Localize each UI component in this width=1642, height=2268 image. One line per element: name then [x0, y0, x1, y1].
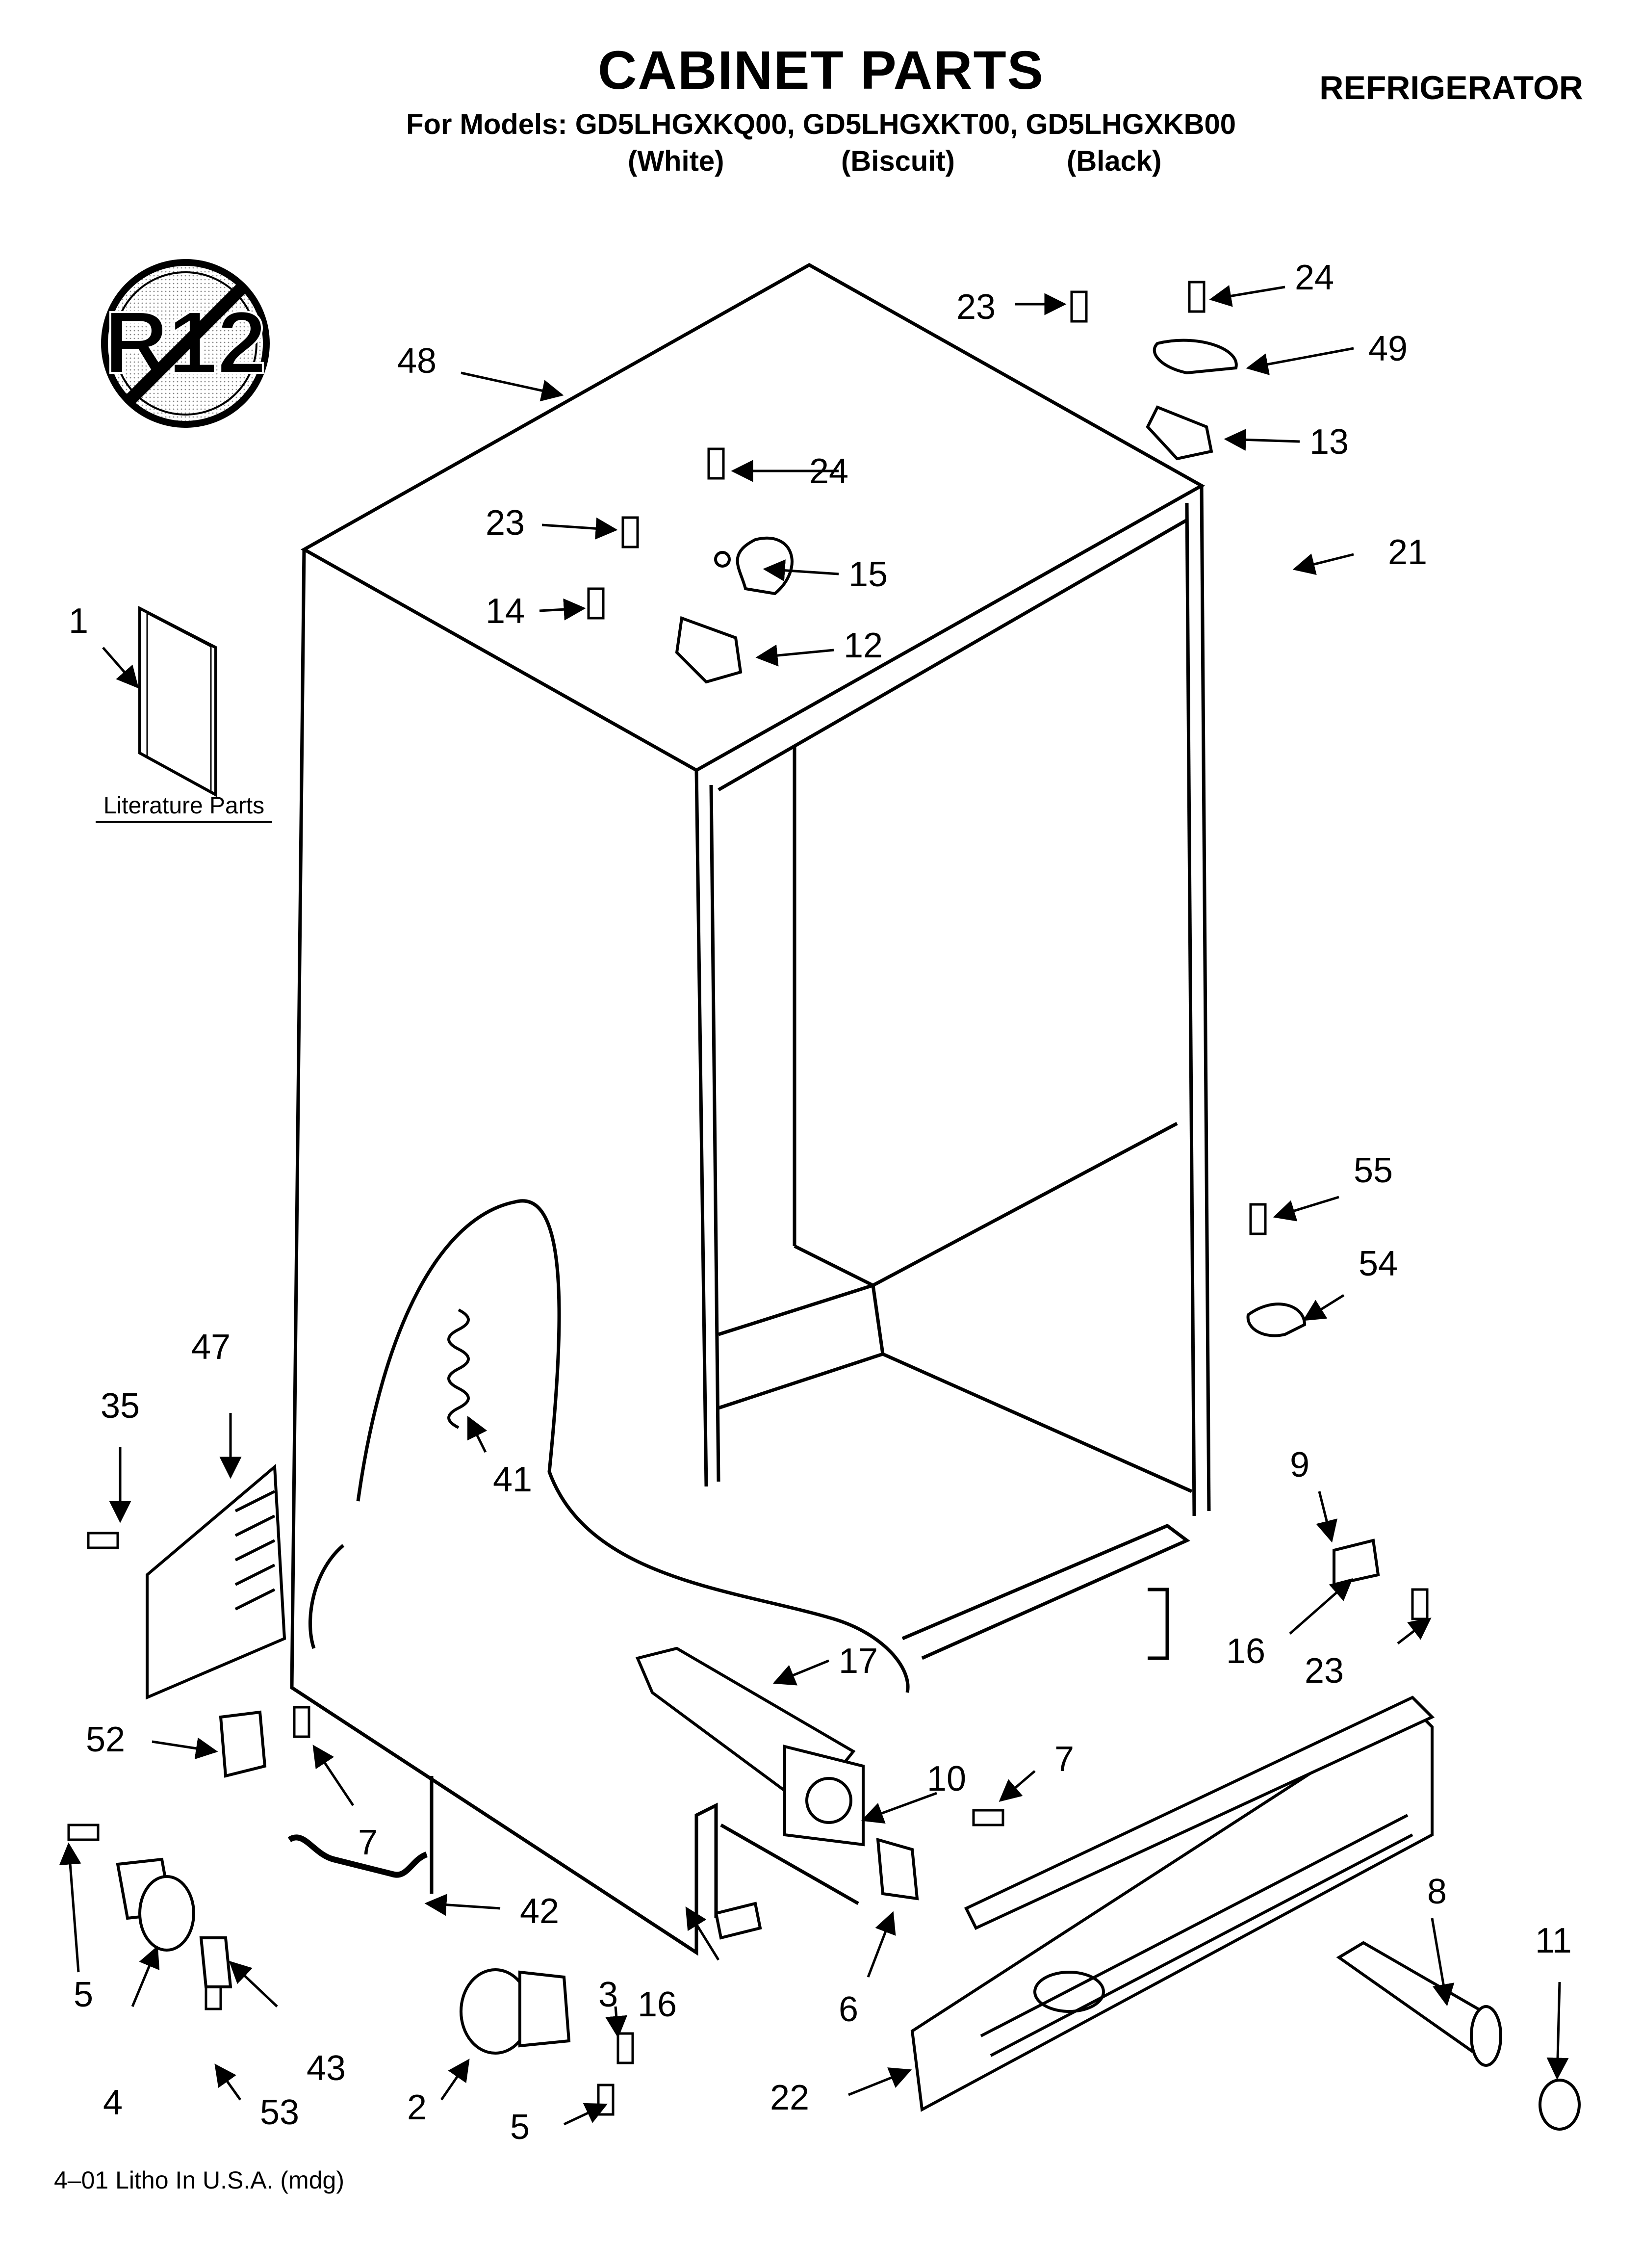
callout-24-mid: 24	[809, 452, 848, 491]
footer-print-info: 4–01 Litho In U.S.A. (mdg)	[54, 2166, 344, 2194]
rear-vent-panel	[146, 1463, 286, 1700]
callout-6: 6	[839, 1990, 858, 2029]
no-r12-logo: R12	[101, 259, 270, 428]
callout-5-left: 5	[74, 1975, 93, 2014]
callout-16-right: 16	[1226, 1632, 1265, 1671]
callout-23-bottom: 23	[1305, 1651, 1344, 1691]
callout-labels: 1 2 3 4 5 5 6 7 7 8 9 10 11 12 13 14 15 …	[69, 258, 1572, 2147]
callout-55: 55	[1354, 1151, 1393, 1190]
callout-1: 1	[69, 601, 88, 641]
toe-grille	[910, 1695, 1435, 2112]
variant-white: (White)	[628, 145, 724, 177]
callout-52: 52	[86, 1720, 125, 1759]
callout-7-right: 7	[1054, 1740, 1074, 1779]
callout-12: 12	[844, 626, 883, 665]
water-line	[287, 1834, 428, 1878]
callout-arrows	[59, 285, 1569, 2126]
callout-23-top: 23	[956, 287, 996, 327]
literature-parts-label: Literature Parts	[103, 793, 265, 819]
callout-10: 10	[927, 1759, 966, 1799]
callout-53: 53	[260, 2093, 299, 2132]
appliance-category: REFRIGERATOR	[1319, 69, 1583, 106]
literature-booklet	[138, 606, 217, 798]
callout-14: 14	[486, 592, 525, 631]
defrost-coil	[447, 1308, 470, 1429]
callout-24-top: 24	[1295, 258, 1334, 297]
callout-8: 8	[1427, 1872, 1447, 1911]
variant-biscuit: (Biscuit)	[841, 145, 955, 177]
callout-15: 15	[848, 555, 888, 594]
callout-43: 43	[307, 2049, 346, 2088]
callout-11: 11	[1535, 1921, 1572, 1960]
callout-7-left: 7	[358, 1823, 378, 1862]
callout-9: 9	[1290, 1445, 1309, 1485]
callout-5-bottom: 5	[510, 2108, 530, 2147]
callout-49: 49	[1368, 329, 1408, 368]
callout-22: 22	[770, 2078, 809, 2117]
callout-16-bottom: 16	[638, 1985, 677, 2024]
callout-54: 54	[1359, 1244, 1398, 1283]
callout-4: 4	[103, 2083, 123, 2122]
callout-21: 21	[1388, 533, 1427, 572]
page-title: CABINET PARTS	[597, 40, 1045, 101]
water-tube	[635, 1646, 865, 1847]
callout-2: 2	[407, 2088, 427, 2127]
refrigerator-cabinet	[290, 262, 1211, 1956]
variant-black: (Black)	[1067, 145, 1162, 177]
water-filter	[1336, 1941, 1581, 2131]
callout-42: 42	[520, 1892, 559, 1931]
small-brackets	[116, 1303, 1380, 2055]
callout-3: 3	[598, 1975, 618, 2014]
callout-41: 41	[493, 1460, 532, 1499]
callout-17: 17	[839, 1642, 878, 1681]
upper-hinge-right	[1146, 339, 1238, 461]
callout-13: 13	[1309, 422, 1349, 462]
callout-48: 48	[397, 341, 436, 381]
models-line: For Models: GD5LHGXKQ00, GD5LHGXKT00, GD…	[406, 108, 1236, 140]
callout-47: 47	[191, 1328, 231, 1367]
callout-35: 35	[101, 1386, 140, 1426]
callout-23-mid: 23	[486, 503, 525, 543]
